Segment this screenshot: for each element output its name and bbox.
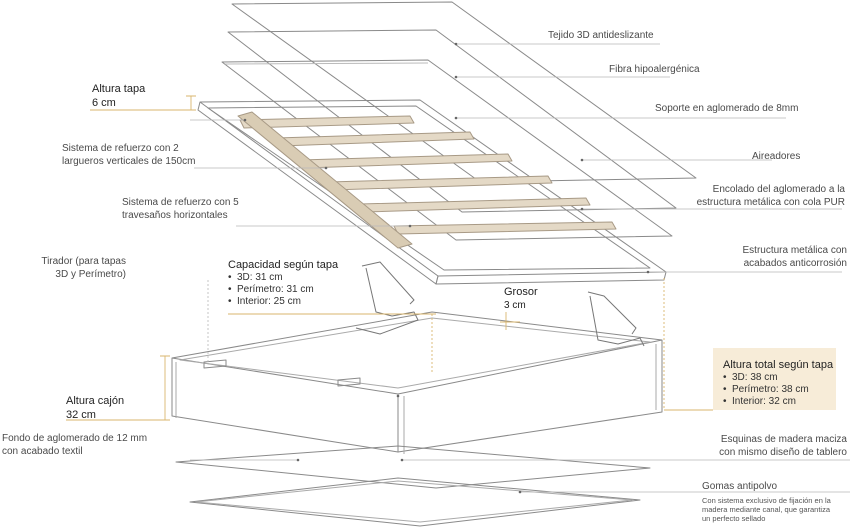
label-refuerzo-largueros: Sistema de refuerzo con 2 largueros vert…	[62, 143, 196, 167]
label-aireadores: Aireadores	[752, 151, 801, 162]
label-altura-tapa: Altura tapa 6 cm	[92, 83, 146, 109]
altura-total-box: Altura total según tapa 3D: 38 cm Períme…	[713, 348, 836, 410]
dust-gasket	[189, 477, 641, 527]
label-tirador: Tirador (para tapas 3D y Perímetro)	[41, 256, 126, 280]
altura-total-list: 3D: 38 cm Perímetro: 38 cm Interior: 32 …	[723, 372, 809, 408]
label-tejido: Tejido 3D antideslizante	[548, 30, 654, 41]
hinges	[355, 261, 645, 347]
lid-slats	[237, 111, 617, 249]
label-fibra: Fibra hipoalergénica	[609, 64, 700, 75]
label-gomas: Gomas antipolvo Con sistema exclusivo de…	[702, 481, 831, 523]
label-grosor: Grosor 3 cm	[504, 286, 538, 311]
label-fondo: Fondo de aglomerado de 12 mm con acabado…	[2, 433, 148, 457]
capacidad-list: 3D: 31 cm Perímetro: 31 cm Interior: 25 …	[228, 272, 338, 308]
label-estructura: Estructura metálica con acabados anticor…	[742, 245, 848, 269]
label-altura-cajon: Altura cajón 32 cm	[66, 395, 125, 421]
capacidad-block: Capacidad según tapa 3D: 31 cm Perímetro…	[228, 258, 338, 308]
bottom-panel	[175, 445, 651, 489]
label-esquinas: Esquinas de madera maciza con mismo dise…	[719, 434, 847, 458]
label-refuerzo-travesanos: Sistema de refuerzo con 5 travesaños hor…	[122, 197, 239, 221]
label-soporte: Soporte en aglomerado de 8mm	[655, 103, 799, 114]
base-box	[171, 311, 663, 454]
label-encolado: Encolado del aglomerado a la estructura …	[696, 184, 845, 208]
fiber-layer	[227, 29, 677, 213]
